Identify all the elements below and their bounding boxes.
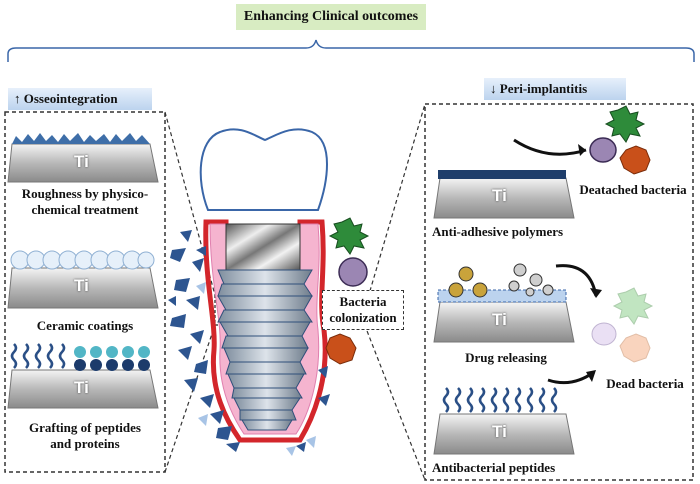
main-title: Enhancing Clinical outcomes: [236, 4, 426, 30]
osseointegration-header: ↑ Osseointegration: [8, 88, 152, 110]
peri-implantitis-header: ↓ Peri-implantitis: [484, 78, 626, 100]
label-grafting-line2: and proteins: [50, 436, 120, 451]
label-antibacterial: Antibacterial peptides: [432, 460, 556, 475]
tooth-crown: [199, 128, 328, 211]
label-detached: Deatached bacteria: [579, 182, 687, 197]
bone-particles-light: [196, 282, 316, 456]
colonization-line1: Bacteria: [339, 294, 387, 309]
ti-label-1: Ti: [74, 152, 89, 171]
colonization-line2: colonization: [329, 310, 397, 325]
label-roughness-line2: chemical treatment: [31, 202, 139, 217]
bacterium-green: [328, 217, 370, 255]
label-ceramic: Ceramic coatings: [36, 318, 134, 333]
label-grafting: Grafting of peptides and proteins: [6, 420, 164, 452]
ti-label-3: Ti: [74, 378, 89, 397]
dead-bacteria: [591, 287, 654, 363]
label-roughness: Roughness by physico- chemical treatment: [6, 186, 164, 218]
label-anti-adhesive: Anti-adhesive polymers: [432, 224, 564, 239]
ti-block-roughness: [7, 133, 159, 183]
bone-particles: [168, 230, 330, 452]
bacterium-orange: [325, 333, 357, 365]
ti-label-4: Ti: [492, 186, 507, 205]
implant-body: [203, 219, 328, 443]
ti-block-antibacterial: [433, 387, 575, 455]
label-drug-releasing: Drug releasing: [465, 350, 547, 365]
ti-block-peptides: [7, 343, 159, 409]
ti-block-ceramic: [7, 250, 159, 309]
left-panel: [4, 111, 166, 473]
label-grafting-line1: Grafting of peptides: [29, 420, 141, 435]
ti-label-5: Ti: [492, 310, 507, 329]
ti-block-anti-adhesive: [433, 170, 575, 219]
detached-bacteria: [589, 105, 651, 175]
label-dead: Dead bacteria: [606, 376, 684, 391]
top-brace: [7, 39, 695, 62]
arrow-detach: [513, 138, 587, 156]
drug-particles: [448, 263, 554, 298]
right-panel: [424, 103, 694, 481]
bacterium-purple: [338, 257, 368, 287]
bacteria-colonization-label: Bacteria colonization: [322, 290, 404, 330]
label-roughness-line1: Roughness by physico-: [21, 186, 149, 201]
ti-label-2: Ti: [74, 276, 89, 295]
ti-label-6: Ti: [492, 422, 507, 441]
